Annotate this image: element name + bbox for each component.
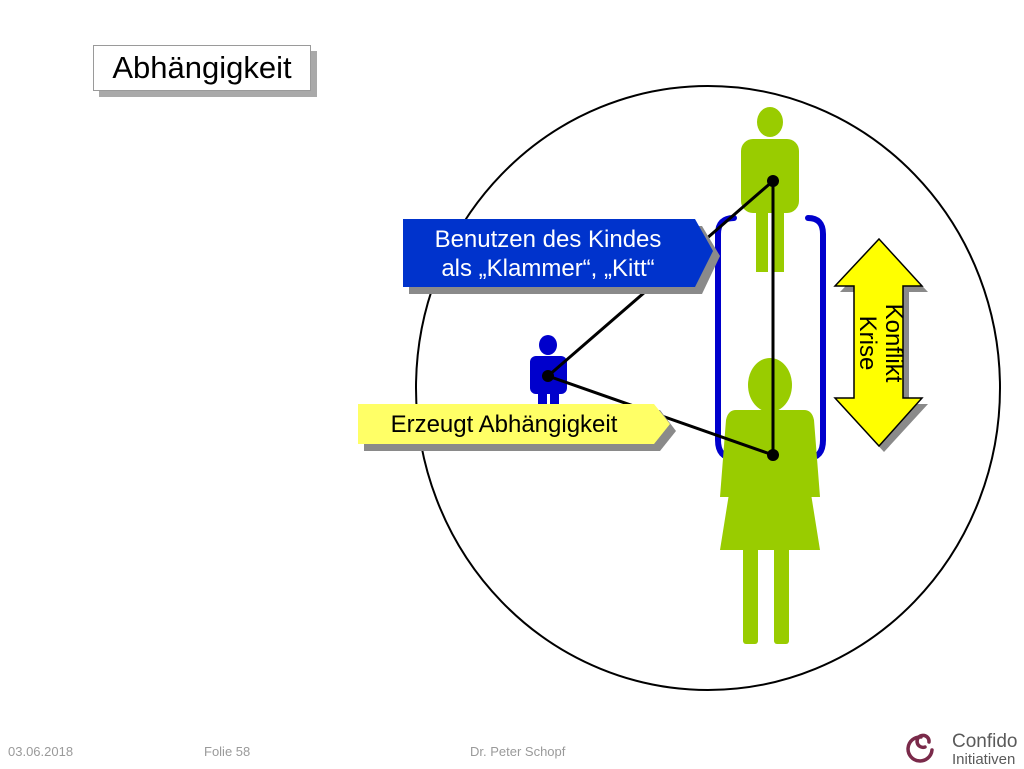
footer-slide-number: Folie 58 (204, 744, 251, 759)
mother-figure (720, 358, 820, 644)
conflict-arrow-line1: Konflikt (880, 304, 907, 383)
logo-line2: Initiativen (952, 751, 1016, 768)
slide-title: Abhängigkeit (93, 45, 311, 91)
blue-label: Benutzen des Kindes als „Klammer“, „Kitt… (403, 219, 720, 294)
yellow-label-text: Erzeugt Abhängigkeit (391, 411, 618, 438)
confido-logo: Confido Initiativen (952, 731, 1018, 769)
confido-logo-icon (906, 733, 934, 763)
footer-date: 03.06.2018 (8, 744, 74, 759)
triangle-nodes (542, 175, 779, 461)
blue-label-line2: als „Klammer“, „Kitt“ (441, 255, 654, 282)
conflict-arrow: Konflikt Krise (833, 237, 928, 452)
yellow-label: Erzeugt Abhängigkeit (358, 404, 676, 451)
family-circle (415, 85, 1001, 691)
footer-author: Dr. Peter Schopf (470, 744, 566, 759)
logo-line1: Confido (952, 731, 1018, 752)
conflict-arrow-line2: Krise (854, 316, 881, 371)
father-figure (741, 107, 799, 272)
blue-label-line1: Benutzen des Kindes (435, 226, 662, 253)
